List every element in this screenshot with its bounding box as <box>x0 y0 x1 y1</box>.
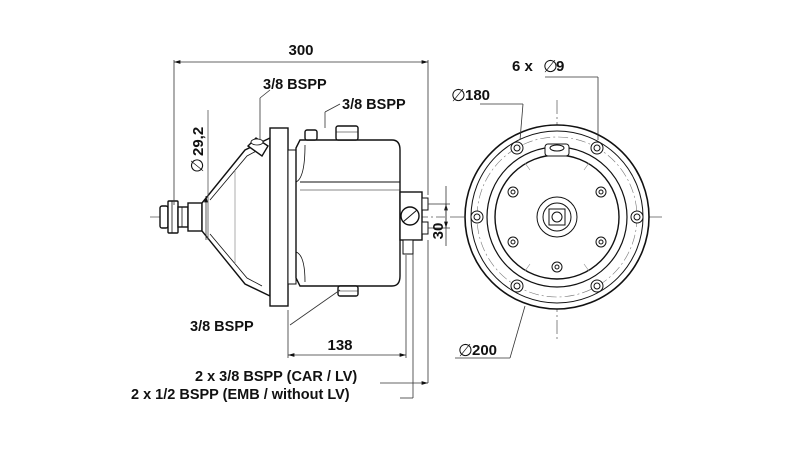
bottom-port-fitting <box>337 285 359 297</box>
svg-text:6 x: 6 x <box>512 58 534 75</box>
inner-bolts <box>507 186 607 273</box>
side-port-car-lv-label: 2 x 3/8 BSPP (CAR / LV) <box>195 369 357 385</box>
bolt-holes <box>470 141 644 293</box>
front-view <box>450 100 665 340</box>
svg-text:∅: ∅ <box>458 341 473 360</box>
svg-text:200: 200 <box>472 342 497 359</box>
main-body <box>295 139 401 287</box>
front-top-port <box>544 143 570 157</box>
svg-text:∅: ∅ <box>451 86 466 105</box>
bottom-port-label: 3/8 BSPP <box>190 319 254 335</box>
offset-length-label: 138 <box>327 337 352 354</box>
cone-housing <box>201 136 271 298</box>
side-port-block <box>399 191 429 255</box>
front-shaft <box>536 196 578 238</box>
top-left-port-label: 3/8 BSPP <box>263 77 327 93</box>
top-left-port-fitting <box>246 137 269 158</box>
top-right-port-label: 3/8 BSPP <box>342 97 406 113</box>
overall-length-label: 300 <box>288 42 313 59</box>
flange-plate <box>269 127 289 307</box>
svg-text:∅: ∅ <box>543 57 558 76</box>
flange-diameter-label: ∅ 200 <box>458 341 497 360</box>
front-hatching <box>524 162 590 272</box>
svg-text:29,2: 29,2 <box>190 127 207 156</box>
bolt-holes-label: 6 x ∅ 9 <box>512 57 564 76</box>
port-spacing-label: 30 <box>430 223 447 240</box>
bolt-circle-label: ∅ 180 <box>451 86 490 105</box>
svg-text:∅: ∅ <box>188 158 207 173</box>
svg-text:9: 9 <box>556 58 564 75</box>
side-port-emb-label: 2 x 1/2 BSPP (EMB / without LV) <box>131 387 350 403</box>
side-view <box>150 125 445 307</box>
top-body-port-fitting <box>304 125 359 141</box>
nozzle-diameter-label: ∅ 29,2 <box>188 127 207 173</box>
shaft-nozzle <box>159 200 203 234</box>
dimension-lines <box>173 60 599 399</box>
svg-text:180: 180 <box>465 87 490 104</box>
labels: 300 138 ∅ 29,2 30 3/8 BSPP 3/8 BSPP 3/8 … <box>131 42 564 403</box>
